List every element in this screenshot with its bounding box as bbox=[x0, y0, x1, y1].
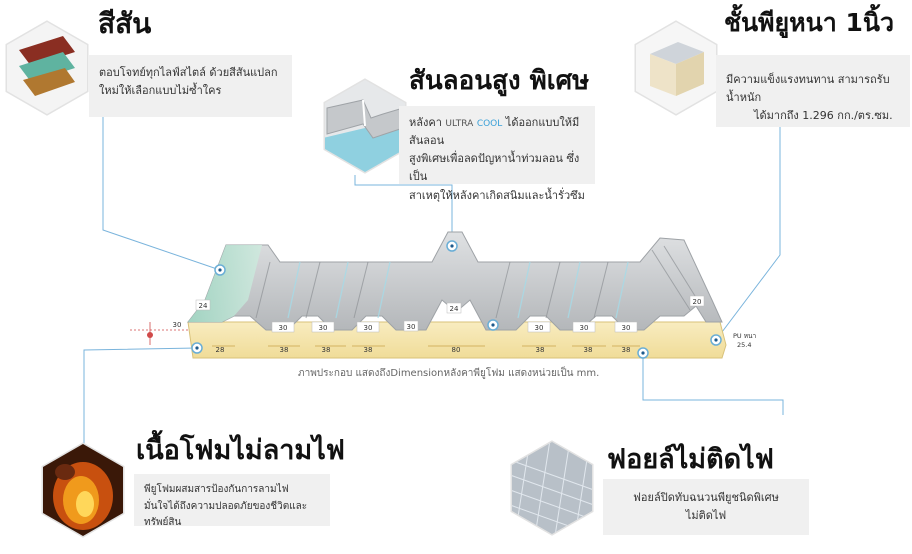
rib-dimension-tags bbox=[195, 295, 705, 333]
leader-lines bbox=[83, 115, 784, 455]
dim-spacing: 30 bbox=[279, 324, 288, 332]
fire-sample-image bbox=[41, 442, 125, 538]
ridge-desc-suffix: ได้ออกแบบให้มีสันลอน bbox=[409, 116, 580, 148]
ridge-desc-line: สูงพิเศษเพื่อลดปัญหาน้ำท่วมลอน ซึ่งเป็น bbox=[409, 152, 580, 184]
brand-ultra: ULTRA bbox=[445, 119, 474, 129]
dim-spacing: 30 bbox=[580, 324, 589, 332]
foil-title: ฟอยล์ไม่ติดไฟ bbox=[607, 444, 774, 475]
dim-rib-left: 24 bbox=[199, 302, 208, 310]
dim-rib-right: 20 bbox=[693, 298, 702, 306]
dim-base: 38 bbox=[536, 346, 545, 354]
ridge-desc-prefix: หลังคา bbox=[409, 116, 442, 129]
dim-height-left: 30 bbox=[173, 321, 182, 329]
rib-shadows bbox=[255, 245, 701, 319]
foam-desc-box: มีความแข็งแรงทนทาน สามารถรับน้ำหนัก ได้ม… bbox=[716, 55, 910, 127]
ridge-desc-line: หลังคา ULTRA COOL ได้ออกแบบให้มีสันลอน bbox=[409, 114, 585, 150]
color-sample-image bbox=[5, 20, 89, 116]
color-title: สีสัน bbox=[98, 7, 152, 40]
foam-desc-line: มีความแข็งแรงทนทาน สามารถรับน้ำหนัก bbox=[726, 73, 890, 105]
dim-base: 38 bbox=[584, 346, 593, 354]
diagram-caption: ภาพประกอบ แสดงถึงDimensionหลังคาพียูโฟม … bbox=[298, 368, 600, 379]
dim-spacing: 30 bbox=[319, 324, 328, 332]
pu-thickness-value: 25.4 bbox=[737, 341, 751, 349]
rib-stripes bbox=[287, 261, 629, 319]
fireproof-desc-line: มั่นใจได้ถึงความปลอดภัยของชีวิตและทรัพย์… bbox=[144, 500, 308, 529]
dim-spacing: 30 bbox=[535, 324, 544, 332]
origin-marker-icon bbox=[147, 332, 153, 338]
color-desc-box: ตอบโจทย์ทุกไลฟ์สไตล์ ด้วยสีสันแปลก ใหม่ใ… bbox=[89, 55, 292, 117]
foil-desc-line: ไม่ติดไฟ bbox=[685, 509, 727, 523]
foam-desc-line: ได้มากถึง 1.296 กก./ตร.ซม. bbox=[754, 109, 893, 123]
fireproof-desc-box: พียูโฟมผสมสารป้องกันการลามไฟ มั่นใจได้ถึ… bbox=[134, 474, 330, 528]
dim-base: 38 bbox=[280, 346, 289, 354]
foam-title: ชั้นพียูหนา 1นิ้ว bbox=[724, 8, 895, 37]
foil-desc-box: ฟอยล์ปิดทับฉนวนพียูชนิดพิเศษ ไม่ติดไฟ bbox=[603, 479, 809, 535]
foam-sample-image bbox=[634, 20, 718, 116]
dim-ridge-width: 80 bbox=[452, 346, 461, 354]
pu-thickness-label: PU หนา bbox=[733, 332, 756, 340]
leader-markers bbox=[191, 240, 722, 359]
ridge-title: สันลอนสูง พิเศษ bbox=[409, 66, 590, 96]
foil-sample-image bbox=[510, 440, 594, 536]
color-desc-line: ใหม่ให้เลือกแบบไม่ซ้ำใคร bbox=[99, 84, 222, 98]
ridge-sample-image bbox=[323, 78, 407, 174]
dim-base: 38 bbox=[322, 346, 331, 354]
foil-desc-line: ฟอยล์ปิดทับฉนวนพียูชนิดพิเศษ bbox=[633, 491, 779, 504]
fireproof-desc-line: พียูโฟมผสมสารป้องกันการลามไฟ bbox=[144, 484, 289, 495]
brand-cool: COOL bbox=[476, 119, 503, 129]
dim-rib-mid: 24 bbox=[450, 305, 459, 313]
dim-spacing: 30 bbox=[364, 324, 373, 332]
color-desc-line: ตอบโจทย์ทุกไลฟ์สไตล์ ด้วยสีสันแปลก bbox=[99, 66, 278, 79]
dim-base: 38 bbox=[622, 346, 631, 354]
dim-base: 38 bbox=[364, 346, 373, 354]
ridge-desc-box: หลังคา ULTRA COOL ได้ออกแบบให้มีสันลอน ส… bbox=[399, 106, 595, 202]
dim-spacing: 30 bbox=[622, 324, 631, 332]
dim-base-left: 28 bbox=[216, 346, 225, 354]
fireproof-title: เนื้อโฟมไม่ลามไฟ bbox=[136, 435, 345, 466]
ridge-desc-line: สาเหตุให้หลังคาเกิดสนิมและน้ำรั่วซึม bbox=[409, 188, 585, 202]
dim-center-rib: 30 bbox=[407, 323, 416, 331]
